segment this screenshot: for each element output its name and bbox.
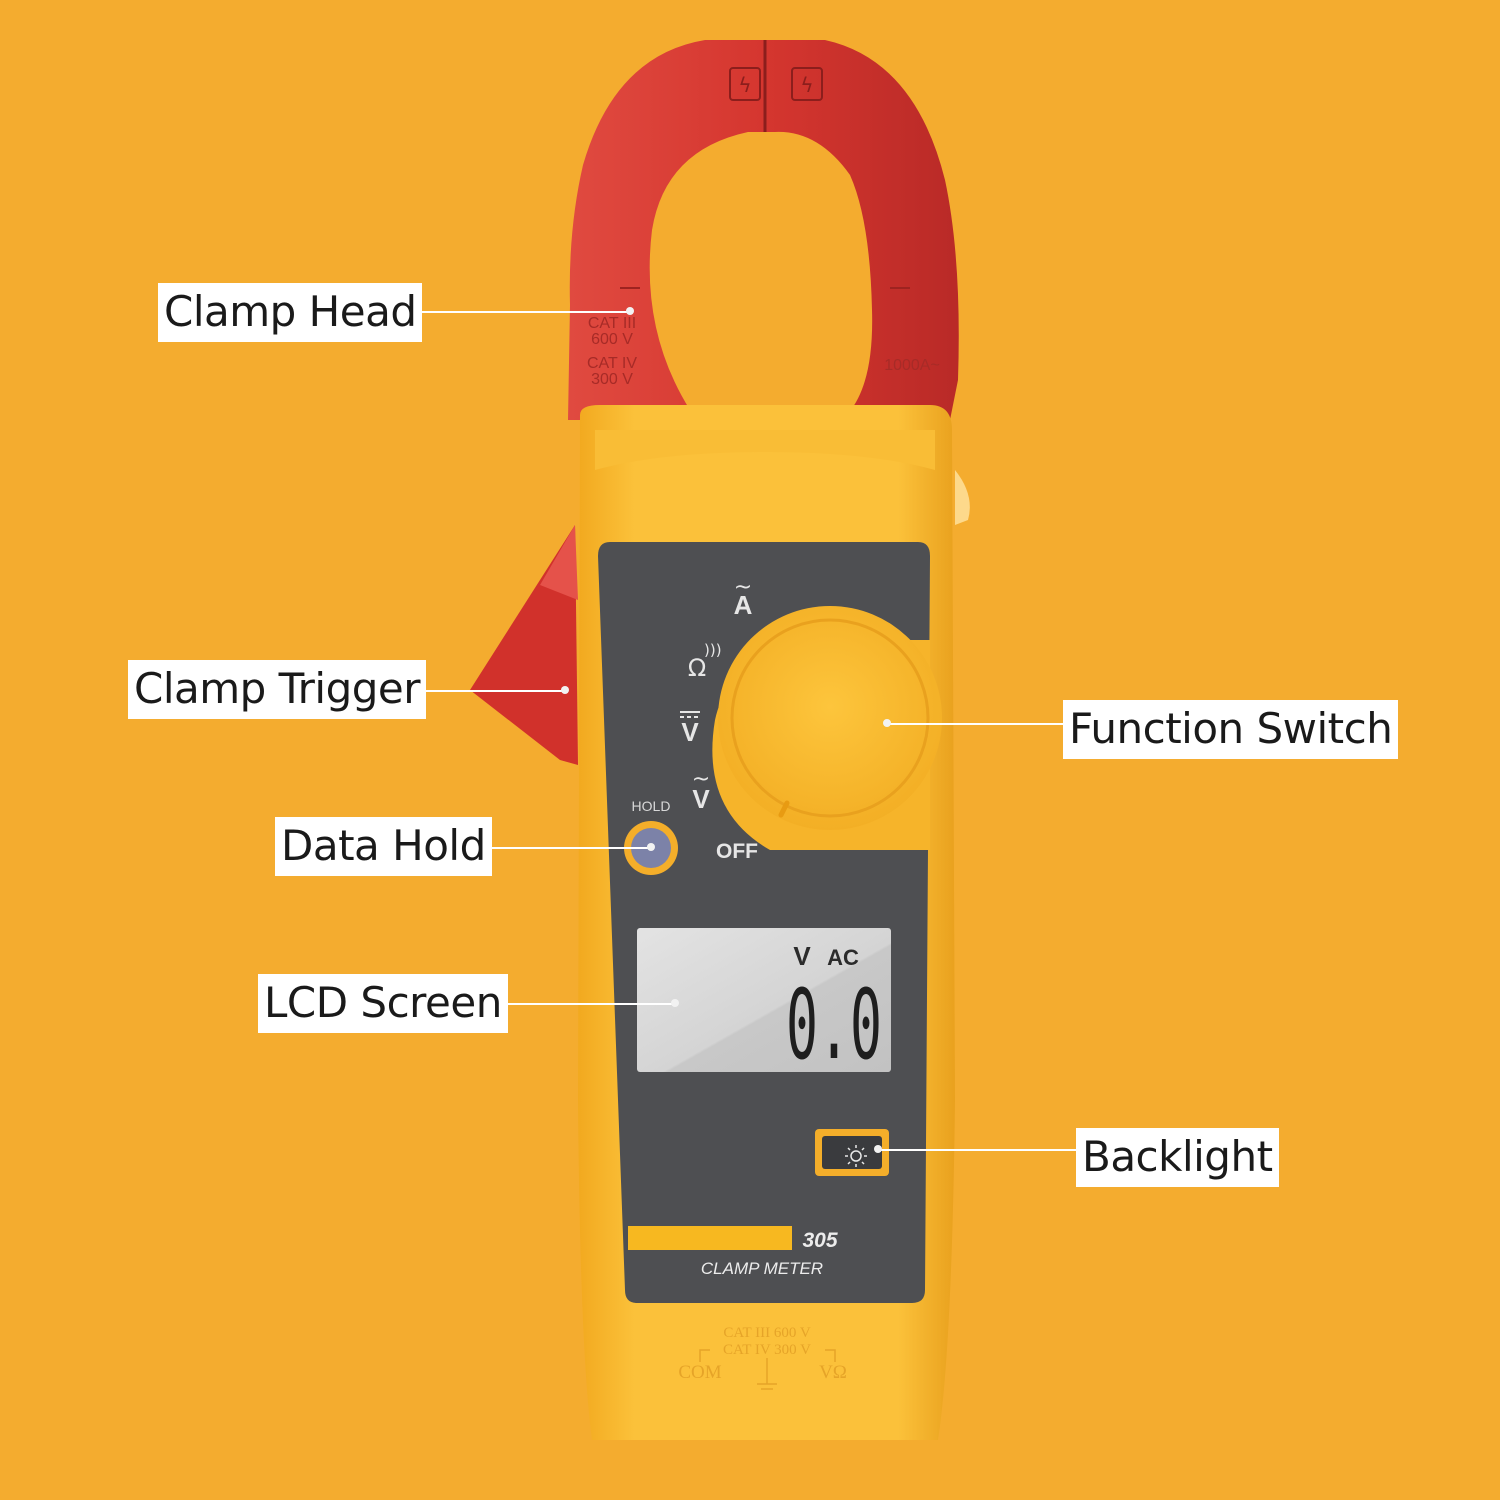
hold-label: HOLD	[632, 798, 671, 814]
clamp-warning-right-icon	[791, 67, 823, 101]
dial-label-off: OFF	[716, 840, 758, 863]
clamp-jaw-opening	[649, 131, 873, 433]
model-number: 305	[802, 1229, 837, 1252]
svg-text:~: ~	[692, 767, 710, 792]
dial-label-vac: V	[692, 784, 710, 814]
terminal-cat1: CAT III 600 V	[723, 1325, 811, 1341]
data-hold-leader	[467, 847, 651, 849]
terminal-vohm: VΩ	[819, 1362, 847, 1383]
lcd-screen	[637, 928, 891, 1072]
callout-function-switch: Function Switch	[1063, 700, 1399, 759]
clamp-cat2-line2: 300 V	[591, 371, 633, 388]
function-switch-pointer	[778, 800, 790, 818]
clamp-head-dot	[626, 307, 634, 315]
clamp-cat2-line1: CAT IV	[587, 355, 637, 372]
sun-icon-rays	[845, 1145, 867, 1167]
lcd-screen-leader	[490, 1003, 674, 1005]
function-switch[interactable]	[718, 606, 942, 830]
lcd-mode: AC	[827, 945, 859, 970]
backlight-leader	[877, 1149, 1076, 1151]
clamp-trigger-shade	[540, 525, 578, 600]
callout-data-hold: Data Hold	[275, 817, 492, 876]
body-shoulder	[595, 430, 935, 470]
callout-clamp-trigger: Clamp Trigger	[128, 660, 427, 719]
svg-text:~: ~	[734, 575, 752, 600]
function-switch-leader	[887, 723, 1063, 725]
dial-label-amps: A	[734, 590, 753, 620]
data-hold-dot	[647, 843, 655, 851]
clamp-warning-left-icon	[729, 67, 761, 101]
callout-lcd-screen: LCD Screen	[258, 974, 508, 1033]
terminal-cat2: CAT IV 300 V	[723, 1342, 811, 1358]
callout-backlight: Backlight	[1076, 1128, 1279, 1187]
clamp-cat1-line1: CAT III	[588, 315, 636, 332]
terminal-com: COM	[678, 1362, 721, 1383]
continuity-icon: )))	[704, 641, 722, 659]
svg-text:ϟ: ϟ	[738, 73, 751, 97]
sun-icon	[850, 1150, 862, 1162]
backlight-dot	[874, 1145, 882, 1153]
dial-label-ohms: Ω	[688, 654, 706, 682]
clamp-trigger-leader	[403, 690, 564, 692]
svg-text:ϟ: ϟ	[800, 73, 813, 97]
model-name: CLAMP METER	[701, 1259, 823, 1278]
function-switch-dot	[883, 719, 891, 727]
ground-icon	[757, 1358, 777, 1390]
lcd-unit: V	[793, 941, 811, 971]
callout-clamp-head: Clamp Head	[158, 283, 423, 342]
lcd-reading: 0.0	[786, 969, 882, 1081]
clamp-rating: 1000A~	[884, 357, 940, 374]
clamp-trigger-dot	[561, 686, 569, 694]
lcd-screen-dot	[671, 999, 679, 1007]
dial-label-vdc: V	[681, 717, 699, 747]
clamp-head-leader	[405, 311, 630, 313]
clamp-cat1-line2: 600 V	[591, 331, 633, 348]
function-switch-grip	[730, 618, 930, 818]
brand-stripe	[628, 1226, 792, 1250]
